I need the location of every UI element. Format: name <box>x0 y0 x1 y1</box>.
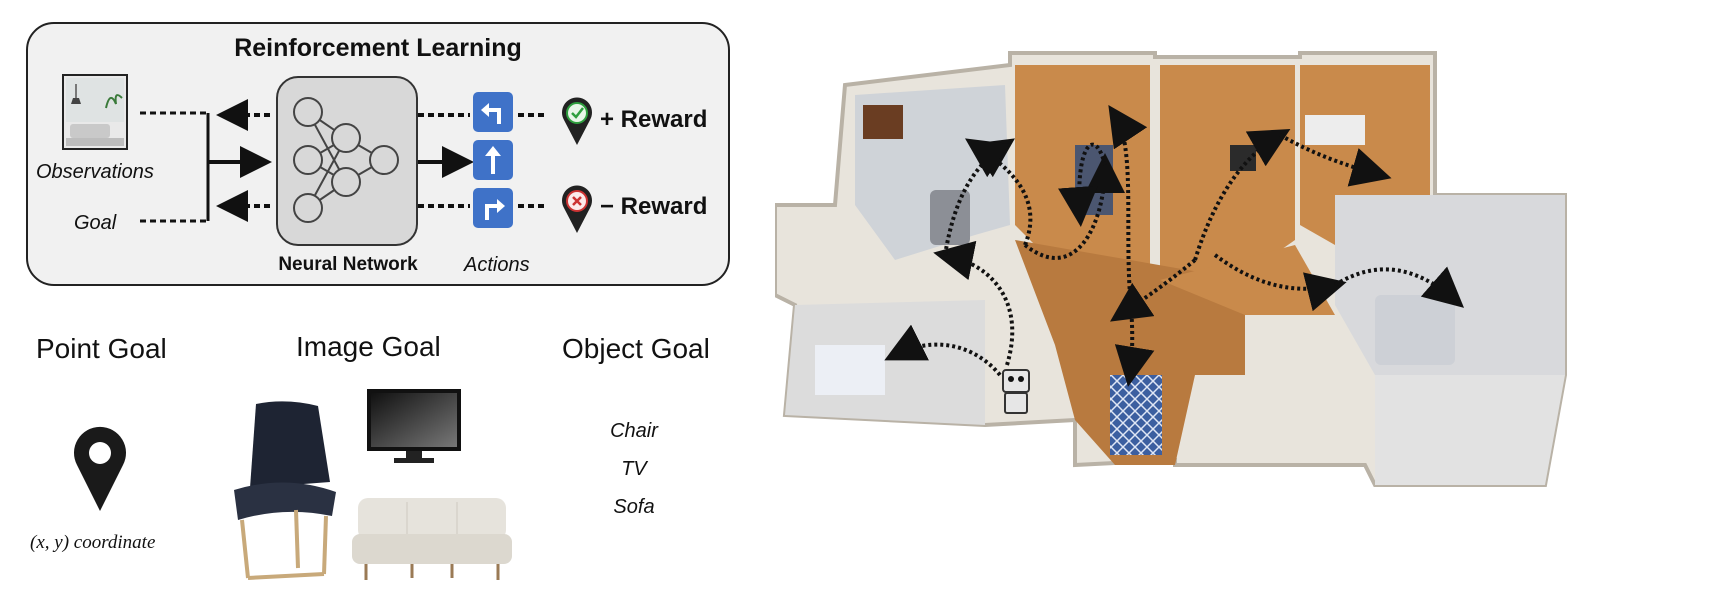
object-goal-sofa: Sofa <box>613 496 655 518</box>
object-goal-chair: Chair <box>610 420 658 442</box>
sofa-image <box>352 498 512 580</box>
image-goal-title: Image Goal <box>296 331 441 362</box>
turn-left-action <box>473 92 513 132</box>
positive-reward-label: + Reward <box>600 106 708 133</box>
object-goal-tv: TV <box>621 458 647 480</box>
turn-right-icon <box>485 199 505 220</box>
point-goal-caption: (x, y) coordinate <box>30 532 156 553</box>
actions-label: Actions <box>464 254 530 276</box>
neural-network-label: Neural Network <box>278 254 418 275</box>
rl-title: Reinforcement Learning <box>234 34 522 62</box>
robot-icon <box>1002 369 1030 414</box>
location-pin-icon <box>74 426 126 511</box>
chair-image <box>234 401 336 580</box>
positive-reward-pin-icon <box>562 97 592 145</box>
tv-image <box>367 389 461 463</box>
observation-image <box>62 74 128 150</box>
house-floorplan-image <box>775 51 1567 487</box>
point-goal-title: Point Goal <box>36 333 167 364</box>
goal-label: Goal <box>74 212 117 234</box>
neural-network-icon <box>293 97 399 223</box>
observations-label: Observations <box>36 161 154 183</box>
rl-arrows <box>140 99 548 223</box>
turn-left-icon <box>481 103 501 124</box>
negative-reward-pin-icon <box>562 185 592 233</box>
arrow-up-icon <box>485 146 501 174</box>
negative-reward-label: − Reward <box>600 193 708 220</box>
object-goal-title: Object Goal <box>562 333 710 364</box>
turn-right-action <box>473 188 513 228</box>
move-forward-action <box>473 140 513 180</box>
